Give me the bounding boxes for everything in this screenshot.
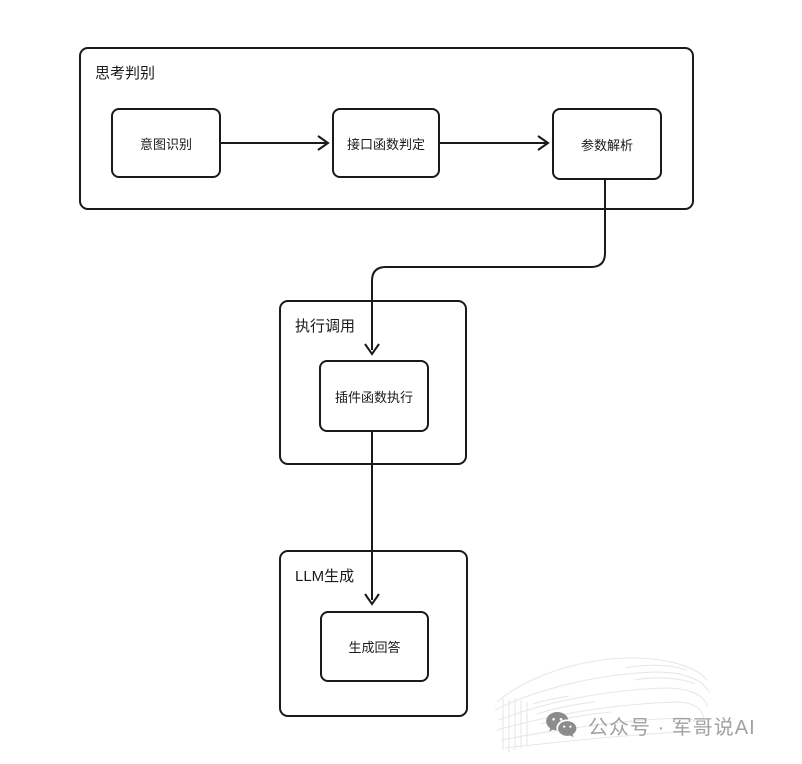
wechat-icon	[546, 712, 577, 738]
node-intent-recognition-label: 意图识别	[139, 136, 192, 152]
group-llm-generation: LLM生成 生成回答	[279, 550, 468, 717]
node-generate-answer-label: 生成回答	[348, 640, 401, 655]
node-interface-function-decision: 接口函数判定	[332, 108, 440, 178]
node-plugin-function-execution: 插件函数执行	[319, 360, 429, 432]
node-generate-answer: 生成回答	[320, 611, 429, 682]
sketch-texture	[494, 657, 710, 752]
group-llm-generation-label: LLM生成	[295, 568, 355, 585]
watermark-text: 公众号 · 军哥说AI	[588, 716, 756, 739]
node-parameter-parsing-label: 参数解析	[580, 137, 633, 153]
group-execution-call: 执行调用 插件函数执行	[279, 300, 467, 465]
node-parameter-parsing: 参数解析	[552, 108, 662, 180]
watermark: 公众号 · 军哥说AI	[545, 710, 756, 740]
node-plugin-function-execution-label: 插件函数执行	[334, 389, 413, 405]
group-thinking-judgement: 思考判别 意图识别 接口函数判定 参数解析	[79, 47, 694, 210]
node-intent-recognition: 意图识别	[111, 108, 221, 178]
group-execution-call-label: 执行调用	[295, 318, 356, 335]
group-thinking-judgement-label: 思考判别	[95, 65, 156, 82]
node-interface-function-decision-label: 接口函数判定	[346, 136, 425, 152]
